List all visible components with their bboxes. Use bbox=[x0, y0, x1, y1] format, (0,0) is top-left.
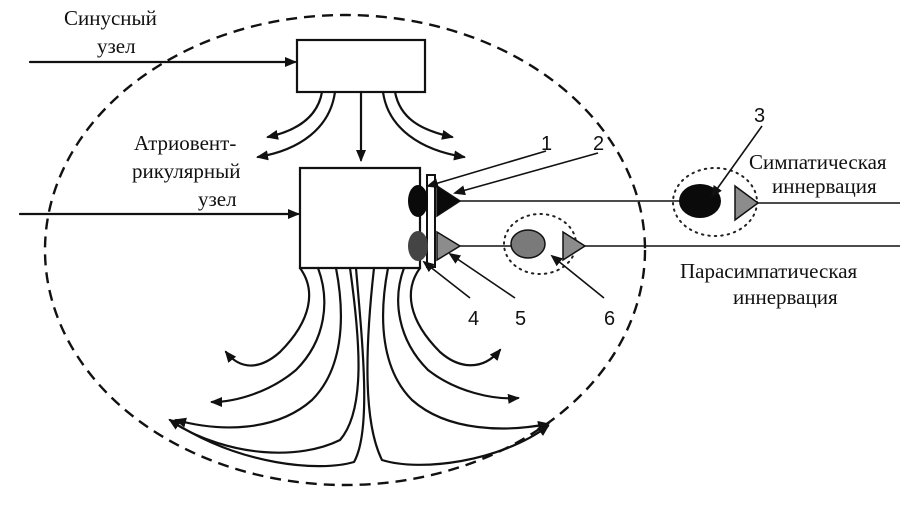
sympathetic-label-line2: иннервация bbox=[772, 174, 877, 198]
parasympathetic-ganglion-neuron bbox=[510, 229, 546, 259]
av-node-label-line2: рикулярный bbox=[132, 159, 240, 183]
synaptic-membrane bbox=[426, 174, 436, 268]
sympathetic-ganglion-neuron bbox=[679, 184, 721, 218]
parasympathetic-label-line2: иннервация bbox=[733, 285, 838, 309]
marker-4: 4 bbox=[468, 308, 479, 330]
sympathetic-ganglion-terminal bbox=[734, 184, 760, 222]
parasympathetic-label-line1: Парасимпатическая bbox=[680, 259, 858, 283]
av-node-label-line1: Атриовент- bbox=[134, 131, 236, 155]
av-node-label-line3: узел bbox=[198, 187, 237, 211]
parasympathetic-terminal bbox=[436, 230, 462, 262]
purkinje-branches-left bbox=[168, 266, 366, 468]
sympathetic-terminal bbox=[436, 184, 462, 218]
marker-1: 1 bbox=[541, 133, 552, 155]
heart-boundary bbox=[43, 13, 647, 487]
marker-3: 3 bbox=[754, 105, 765, 127]
purkinje-branches-right bbox=[366, 266, 550, 466]
sympathetic-label-line1: Симпатическая bbox=[749, 150, 887, 174]
marker-2: 2 bbox=[593, 133, 604, 155]
av-node-box bbox=[298, 166, 422, 270]
sinus-node-box bbox=[295, 38, 427, 94]
receptor-4 bbox=[408, 231, 428, 261]
sinus-spread-arrows bbox=[256, 90, 466, 162]
parasympathetic-ganglion-terminal bbox=[562, 230, 587, 262]
marker-5: 5 bbox=[515, 308, 526, 330]
sinus-node-label-line2: узел bbox=[97, 34, 136, 58]
sinus-node-label-line1: Синусный bbox=[64, 6, 157, 30]
marker-pointers bbox=[422, 125, 763, 299]
receptor-1 bbox=[408, 185, 428, 217]
marker-6: 6 bbox=[604, 308, 615, 330]
